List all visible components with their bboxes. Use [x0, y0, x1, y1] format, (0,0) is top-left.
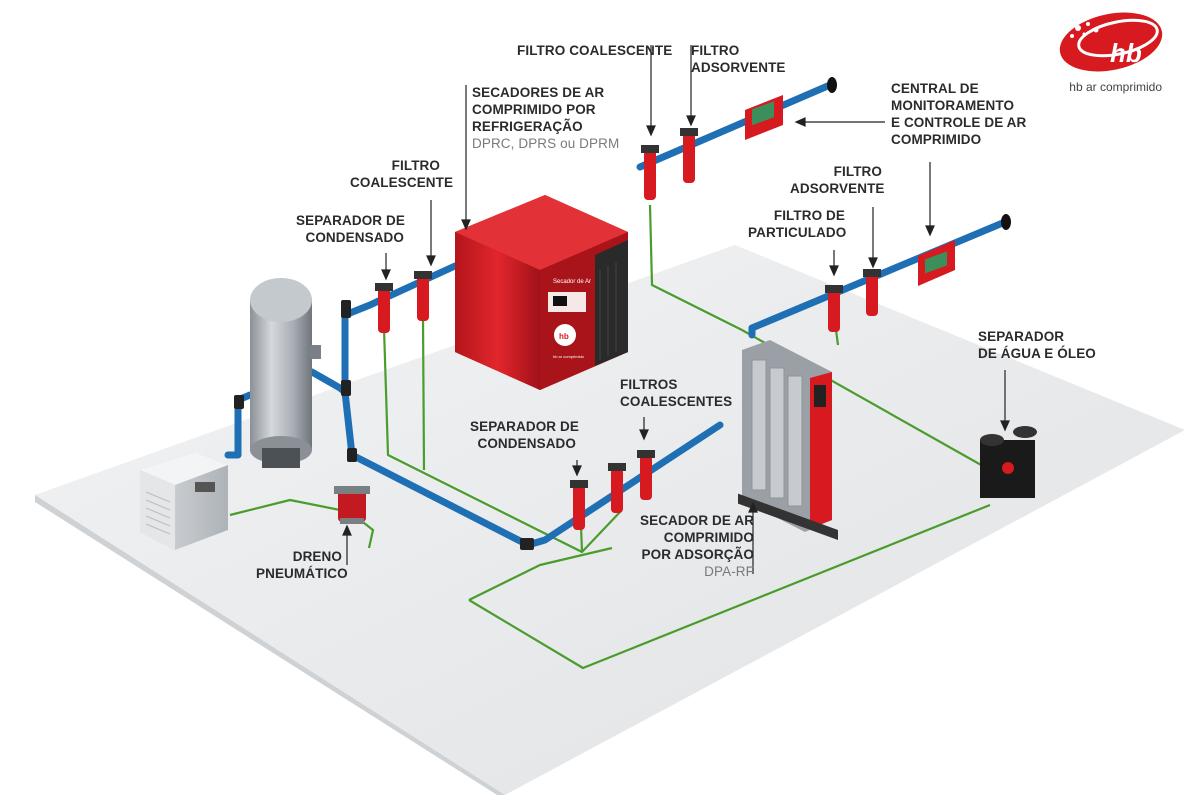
- pipe-end-cap-icon: [827, 77, 1011, 230]
- filter-icon: [375, 271, 432, 333]
- condensate-drain-lines: [229, 204, 991, 670]
- label-secador-adsorcao-model: DPA-RF: [704, 564, 754, 579]
- label-separador-condensado-left: SEPARADOR DE CONDENSADO: [296, 213, 405, 245]
- brand-logo-text: hb: [1110, 38, 1142, 68]
- dryer-footer: hb ar comprimido: [553, 354, 585, 359]
- label-pointers: [342, 45, 1010, 574]
- adsorption-dryer-icon: [738, 340, 838, 541]
- brand-tagline: hb ar comprimido: [1069, 80, 1162, 94]
- pipe-joints: [234, 300, 534, 550]
- label-secadores-refrigeracao: SECADORES DE AR COMPRIMIDO POR REFRIGERA…: [472, 85, 620, 151]
- floor-slab: [35, 245, 1185, 795]
- refrigeration-dryer-icon: Secador de Ar hb hb ar comprimido: [455, 195, 628, 390]
- label-filtro-particulado: FILTRO DE PARTICULADO: [748, 208, 847, 240]
- filter-icon: [570, 450, 655, 530]
- air-receiver-tank-icon: [250, 278, 321, 468]
- label-filtro-adsorvente-right: FILTRO ADSORVENTE: [790, 164, 885, 196]
- label-central-monitoramento: CENTRAL DE MONITORAMENTO E CONTROLE DE A…: [891, 81, 1027, 147]
- oil-water-separator-icon: [980, 426, 1037, 498]
- compressor-icon: [140, 452, 228, 550]
- label-separador-agua-oleo: SEPARADOR DE ÁGUA E ÓLEO: [978, 329, 1096, 361]
- label-secador-adsorcao: SECADOR DE AR COMPRIMIDO POR ADSORÇÃO DP…: [640, 513, 755, 579]
- dryer-badge: hb: [559, 332, 569, 341]
- pneumatic-drain-icon: [334, 486, 370, 524]
- label-filtro-coalescente-top: FILTRO COALESCENTE: [517, 43, 673, 58]
- control-panel-icon: [918, 240, 955, 286]
- label-dreno-pneumatico: DRENO PNEUMÁTICO: [256, 549, 348, 581]
- dryer-panel-title: Secador de Ar: [553, 279, 591, 285]
- brand-logo: hb: [1059, 12, 1163, 72]
- filter-icon: [641, 128, 698, 200]
- label-filtro-coalescente-left: FILTRO COALESCENTE: [350, 158, 454, 190]
- label-secadores-models: DPRC, DPRS ou DPRM: [472, 136, 620, 151]
- label-separador-condensado-mid: SEPARADOR DE CONDENSADO: [470, 419, 579, 451]
- label-filtros-coalescentes: FILTROS COALESCENTES: [620, 377, 733, 409]
- filter-icon: [825, 269, 881, 332]
- label-filtro-adsorvente-top: FILTRO ADSORVENTE: [691, 43, 786, 75]
- control-panel-icon: [745, 95, 783, 140]
